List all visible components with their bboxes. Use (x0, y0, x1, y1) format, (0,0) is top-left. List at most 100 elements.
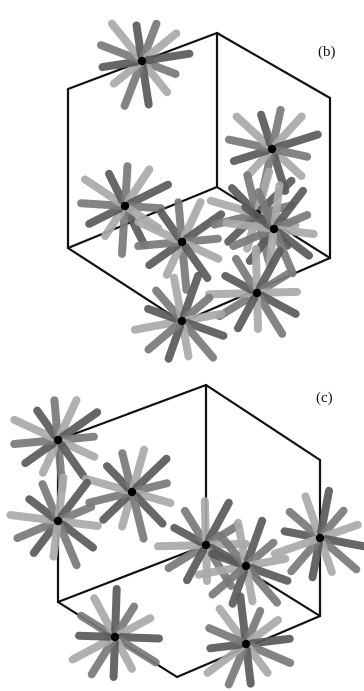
panel-c-atom-1-arm-0 (118, 493, 135, 531)
panel-b-atom-3-arm-7 (180, 198, 205, 241)
panel-c-atom-5-arm-2 (301, 492, 322, 537)
panel-c-atom-1-arm-7 (132, 454, 171, 492)
panel-c-atom-4-arm-6 (247, 554, 290, 569)
panel-b-atom-1-arm-9 (272, 112, 306, 149)
panel-b-atom-1-arm-3 (243, 149, 272, 180)
panel-b-atom-2-arm-8 (124, 165, 154, 205)
panel-b-atom-2-arm-6 (105, 169, 127, 205)
panel-b-atom-2-arm-4 (77, 199, 123, 210)
panel-b-atom-6-arm-8 (258, 291, 300, 318)
panel-c-atom-7-arm-7 (242, 646, 255, 688)
panel-b-atom-3-arm-11 (181, 242, 212, 282)
panel-c-atom-2-arm-10 (56, 522, 81, 570)
panel-b-atom-2-arm-2 (101, 207, 126, 240)
panel-b-atom-6-center (252, 288, 262, 298)
panel-b-atom-3-arm-5 (157, 208, 183, 242)
panel-b-atom-6-arm-1 (205, 289, 255, 299)
panel-c-atom-6-arm-3 (114, 602, 139, 636)
panel-c-atom-0-arm-6 (50, 396, 62, 438)
panel-c-atom-1-arm-2 (85, 489, 131, 507)
panel-c-atom-6-arm-10 (68, 635, 114, 664)
panel-c-atom-1-arm-6 (129, 445, 149, 491)
panel-c-atom-4-arm-1 (208, 549, 245, 568)
panel-b-atom-5-arm-2 (222, 219, 272, 233)
panel-c-atom-6-arm-4 (116, 614, 155, 639)
panel-c-atom-5-arm-5 (321, 520, 362, 540)
panel-b-atom-7-arm-1 (144, 304, 181, 323)
panel-b-atom-2-arm-3 (85, 204, 124, 228)
panel-c-atom-2-arm-8 (60, 517, 102, 530)
panel-b-atom-3-arm-10 (183, 240, 223, 263)
panel-b-atom-7-center (177, 316, 187, 326)
panel-c-atom-3-arm-11 (183, 546, 208, 585)
panel-c-atom-2-arm-1 (13, 519, 57, 543)
panel-b-atom-3-center (177, 237, 187, 247)
panel-c-atom-3-arm-0 (164, 544, 205, 573)
panel-c-atom-4-center (241, 561, 251, 571)
panel-b-atom-5-arm-8 (276, 225, 318, 238)
panel-b-atom-5-arm-3 (241, 203, 274, 230)
panel-c-atom-4-arm-2 (216, 531, 247, 566)
panel-c-atom-4-arm-4 (244, 516, 267, 565)
panel-b-atom-0-arm-10 (142, 29, 181, 62)
panel-c-atom-6 (68, 585, 163, 681)
panel-b-atom-2-arm-10 (127, 202, 165, 213)
panel-b-atom-1-arm-7 (257, 110, 275, 148)
panel-c-atom-2-center (53, 516, 63, 526)
panel-c-atom-2-arm-4 (38, 480, 60, 520)
panel-b-atom-3 (134, 198, 226, 294)
panel-b-atom-2-arm-1 (118, 208, 129, 258)
panel-b-atom-7-arm-9 (179, 322, 193, 361)
panel-b-atom-5-arm-1 (229, 227, 273, 251)
panel-b-atom-1 (225, 105, 322, 200)
panel-c-atoms (6, 396, 364, 689)
panel-b-atom-3-arm-8 (182, 210, 226, 243)
panel-c-atom-5-arm-4 (319, 506, 348, 538)
panel-c: (c) (6, 383, 364, 689)
panel-b-edge-1 (215, 31, 332, 100)
panel-c-atom-3-arm-3 (181, 506, 207, 544)
panel-c-label: (c) (316, 390, 333, 406)
panel-c-atom-6-arm-0 (77, 611, 114, 638)
panel-b-atom-1-arm-6 (232, 112, 272, 149)
panel-b-atom-7-arm-5 (182, 293, 214, 322)
panel-c-atom-3-arm-1 (154, 541, 204, 551)
panel-b-atom-7-arm-6 (183, 309, 226, 324)
panel-c-atom-3-center (201, 540, 211, 550)
panel-b-atom-3-arm-4 (134, 217, 181, 244)
panel-c-atom-5-arm-6 (321, 535, 364, 551)
panel-c-atom-0-arm-2 (21, 439, 58, 468)
panel-c-atom-1-arm-9 (133, 489, 175, 507)
panel-b-label: (b) (318, 44, 336, 60)
panel-c-atom-6-arm-5 (117, 633, 163, 643)
panel-b-atom-6-arm-7 (259, 287, 301, 297)
panel-c-atom-7-arm-1 (236, 592, 250, 642)
panel-b-atom-5-arm-10 (272, 230, 297, 278)
panel-b-atom-0-arm-9 (140, 19, 161, 60)
panel-c-atom-1-arm-4 (103, 462, 132, 492)
panel-c-atom-7-arm-3 (246, 616, 282, 645)
panel-b-atoms (77, 19, 322, 363)
panel-c-atom-7-arm-4 (248, 634, 294, 648)
panel-b-atom-6 (205, 245, 301, 338)
panel-c-atom-7-arm-2 (244, 606, 265, 643)
panel-c-atom-1-arm-5 (118, 449, 135, 491)
panel-c-atom-5-arm-11 (270, 536, 319, 558)
panel-b-atom-2 (77, 162, 172, 258)
panel-b-atom-6-arm-11 (234, 294, 259, 333)
panel-c-atom-1-arm-1 (99, 492, 132, 524)
panel-c-atom-1-arm-11 (129, 493, 148, 543)
panel-b-atom-5-center (269, 224, 279, 234)
panel-b-atom-7-arm-10 (164, 322, 184, 363)
panel-c-atom-0-arm-7 (56, 396, 81, 439)
panel-b-atom-2-center (120, 201, 130, 211)
panel-c-atom-6-arm-11 (75, 631, 113, 641)
panel-c-edge-0 (56, 383, 208, 442)
panel-b-atom-7-arm-2 (152, 286, 183, 321)
panel-c-edge-7 (56, 543, 208, 604)
panel-c-atom-7 (203, 592, 295, 689)
panel-c-atom-6-arm-6 (116, 636, 160, 667)
panel-b-atom-7-arm-11 (144, 320, 182, 354)
panel-c-atom-1-arm-10 (132, 492, 167, 528)
